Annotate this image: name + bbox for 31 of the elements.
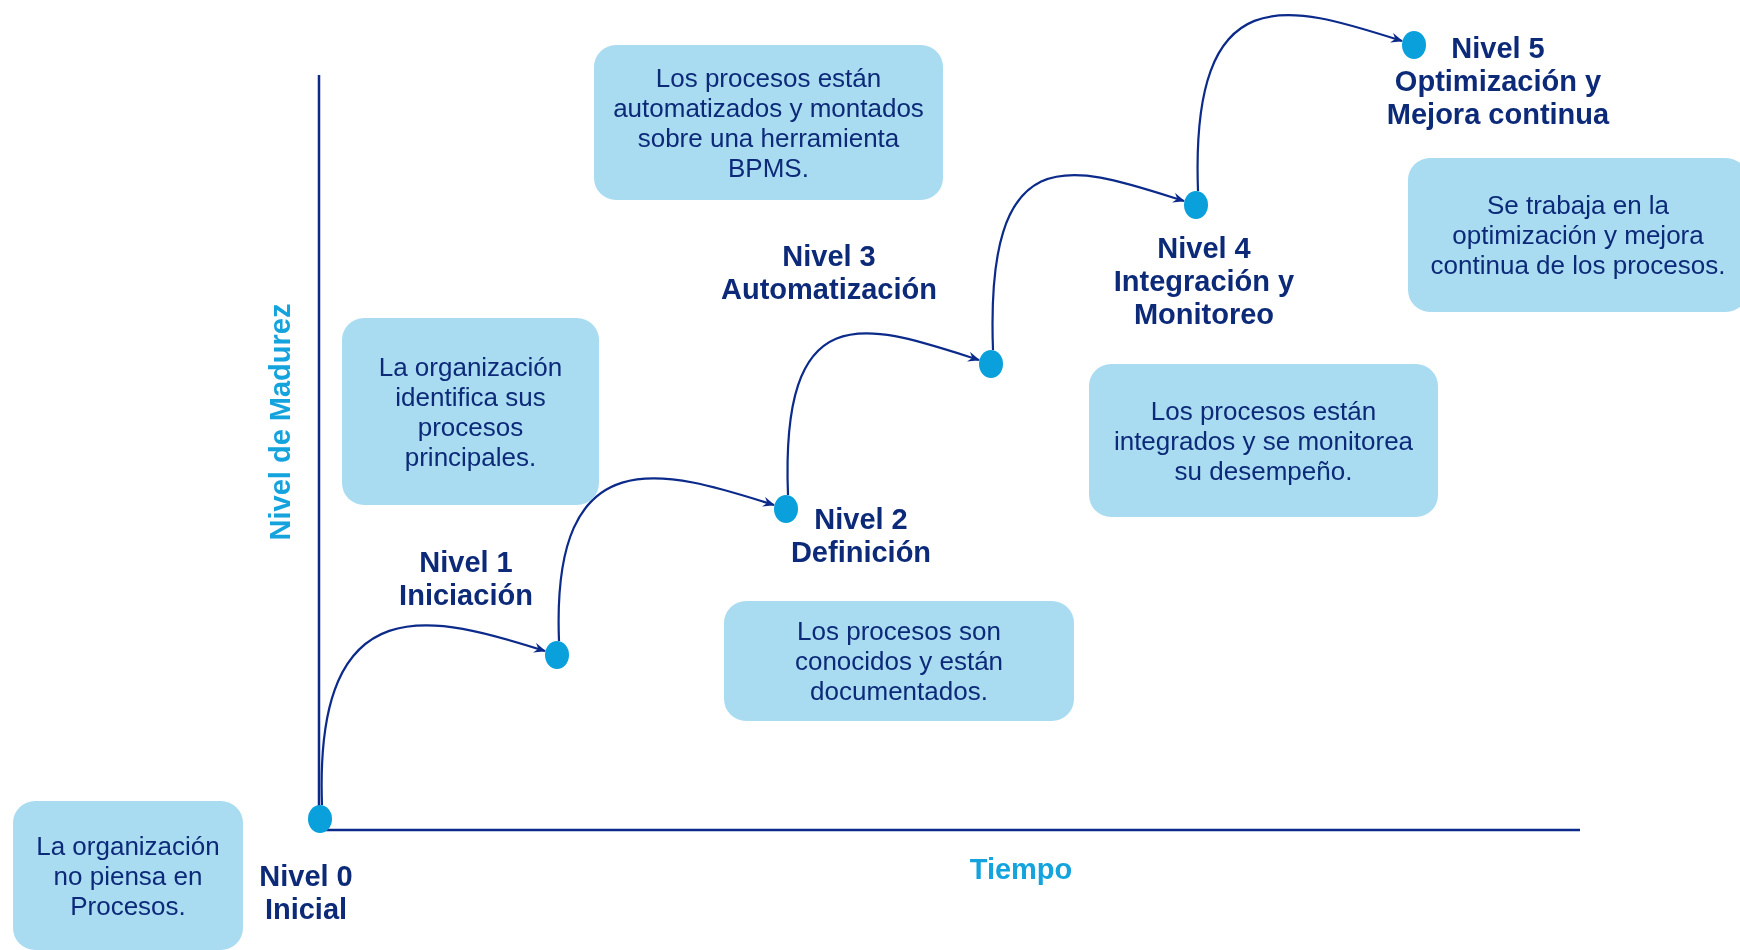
level-dot: [545, 641, 569, 669]
description-card: [342, 318, 599, 505]
level-label: Nivel 2 Definición: [789, 503, 933, 569]
curved-arrow: [1196, 14, 1403, 191]
description-text: La organización identifica sus procesos principales.: [377, 351, 564, 472]
description-card: [1089, 364, 1438, 517]
level-label: Nivel 3 Automatización: [720, 240, 938, 306]
description-card: [13, 801, 243, 950]
level-dot: [1402, 31, 1426, 59]
curved-arrow: [786, 332, 980, 495]
level-dot: [774, 495, 798, 523]
level-dot: [979, 350, 1003, 378]
curved-arrow: [557, 477, 775, 641]
description-text: Los procesos están integrados y se monitorea su desempeño.: [1112, 395, 1415, 486]
description-card: [724, 601, 1074, 721]
curved-arrow: [991, 174, 1185, 350]
description-text: La organización no piensa en Procesos.: [35, 830, 221, 921]
level-dot: [308, 805, 332, 833]
description-card: [1408, 158, 1740, 312]
level-label: Nivel 5 Optimización y Mejora continua: [1385, 31, 1611, 131]
description-text: Los procesos son conocidos y están documentados.: [793, 616, 1005, 706]
level-label: Nivel 0 Inicial: [258, 860, 354, 926]
level-label: Nivel 4 Integración y Monitoreo: [1112, 231, 1296, 331]
axis-label: Tiempo: [969, 852, 1073, 886]
curved-arrow: [320, 624, 546, 805]
description-card: [594, 45, 943, 200]
level-label: Nivel 1 Iniciación: [398, 546, 534, 612]
level-dot: [1184, 191, 1208, 219]
description-text: Se trabaja en la optimización y mejora continua de los procesos.: [1429, 190, 1727, 280]
axis-label: Nivel de Madurez: [263, 303, 297, 541]
description-text: Los procesos están automatizados y montados sobre una herramienta BPMS.: [612, 62, 925, 183]
